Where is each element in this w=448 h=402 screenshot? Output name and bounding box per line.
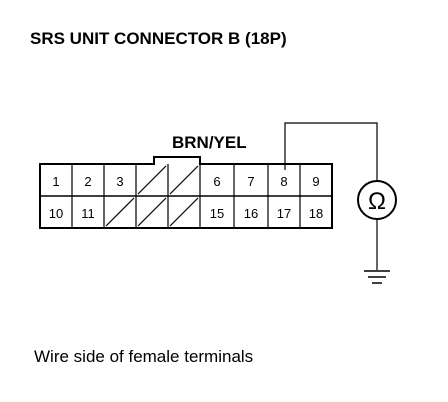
terminal-number: 11 [81, 206, 95, 221]
blank-cavity-hatch [169, 165, 199, 195]
terminal-number: 2 [84, 174, 91, 189]
terminal-number: 1 [52, 174, 59, 189]
diagram-caption: Wire side of female terminals [34, 347, 253, 366]
terminal-number: 18 [309, 206, 323, 221]
terminal-number: 3 [116, 174, 123, 189]
blank-cavity-hatch [137, 165, 167, 195]
terminal-number: 7 [247, 174, 254, 189]
ground-icon [364, 270, 390, 284]
terminal-number: 17 [277, 206, 291, 221]
terminal-number: 8 [280, 174, 287, 189]
blank-cavity-hatch [105, 197, 135, 227]
ohmmeter-icon [357, 180, 397, 220]
terminal-number: 10 [49, 206, 63, 221]
terminal-number: 15 [210, 206, 224, 221]
test-lead-wire [284, 122, 378, 181]
terminal-grid: 1 2 3 6 7 8 9 10 11 15 16 17 18 [49, 164, 323, 228]
diagram-title: SRS UNIT CONNECTOR B (18P) [30, 29, 287, 48]
wire-label: BRN/YEL [172, 133, 247, 152]
terminal-number: 9 [312, 174, 319, 189]
blank-cavity-hatch [169, 197, 199, 227]
terminal-number: 6 [213, 174, 220, 189]
blank-cavity-hatch [137, 197, 167, 227]
ohm-symbol: Ω [368, 188, 386, 215]
terminal-number: 16 [244, 206, 258, 221]
connector-outline [39, 156, 333, 229]
